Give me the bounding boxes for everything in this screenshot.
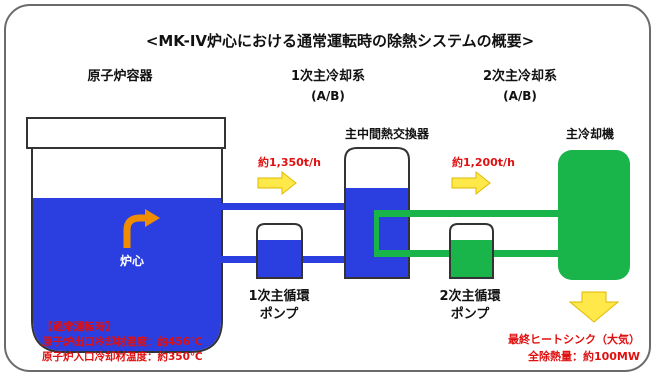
heat-sink-arrow-icon (568, 291, 620, 323)
inlet-temperature: 原子炉入口冷却材温度：約350℃ (42, 350, 203, 363)
primary-pump-label-line1: 1次主循環 (248, 288, 310, 304)
vessel-label: 原子炉容器 (87, 68, 153, 84)
secondary-flow-rate: 約1,200t/h (452, 155, 515, 169)
primary-cold-leg-pipe-b (302, 256, 345, 263)
primary-flow-rate: 約1,350t/h (258, 155, 321, 169)
primary-pump-coolant (258, 240, 301, 277)
ihx-label: 主中間熱交換器 (345, 126, 430, 141)
vessel-coolant (33, 198, 221, 351)
diagram-title: <MK-IV炉心における通常運転時の除熱システムの概要> (146, 32, 534, 50)
core-flow-arrow-icon (123, 214, 147, 248)
secondary-hot-leg-pipe (374, 210, 560, 217)
core-label: 炉心 (120, 253, 144, 268)
primary-hot-leg-pipe (221, 203, 345, 210)
core-flow-arrowhead-icon (145, 209, 160, 227)
secondary-cold-leg-pipe-a (374, 250, 450, 257)
primary-system-sub: (A/B) (311, 89, 345, 103)
secondary-system-label: 2次主冷却系 (483, 68, 557, 84)
secondary-pipe-in-ihx (374, 210, 379, 255)
secondary-pump-label-line2: ポンプ (451, 306, 491, 322)
secondary-pump-label-line1: 2次主循環 (439, 288, 501, 304)
secondary-flow-arrow-icon (451, 170, 491, 196)
primary-cold-leg-pipe-a (221, 256, 257, 263)
total-heat-removal: 全除熱量：約100MW (527, 349, 640, 363)
primary-system-label: 1次主冷却系 (291, 68, 365, 84)
operation-note-heading: 【通常運転時】 (42, 320, 116, 333)
outlet-temperature: 原子炉出口冷却材温度：約456℃ (42, 335, 203, 348)
secondary-cold-leg-pipe-b (493, 250, 560, 257)
vessel-lid (26, 117, 226, 149)
main-cooler (558, 150, 630, 280)
secondary-system-sub: (A/B) (503, 89, 537, 103)
heat-sink-label: 最終ヒートシンク（大気） (508, 332, 640, 346)
primary-flow-arrow-icon (257, 170, 297, 196)
primary-pump-label-line2: ポンプ (260, 306, 300, 322)
cooler-label: 主冷却機 (566, 126, 614, 141)
secondary-pump-coolant (451, 240, 492, 277)
